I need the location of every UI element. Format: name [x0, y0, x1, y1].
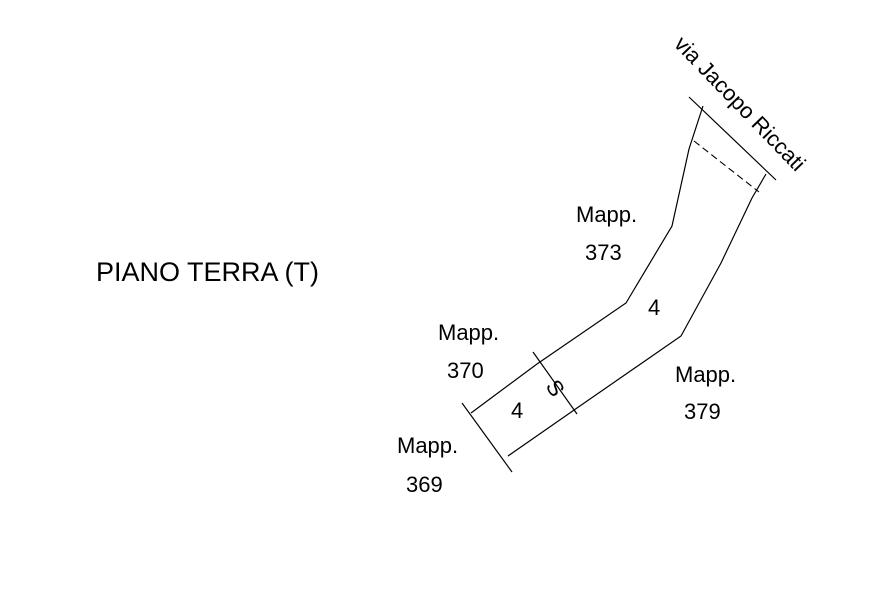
- corridor-right-wall: [507, 173, 767, 457]
- svg-text:Mapp.: Mapp.: [576, 202, 637, 227]
- parcel-label-369: Mapp. 369: [397, 433, 458, 497]
- svg-text:Mapp.: Mapp.: [438, 320, 499, 345]
- svg-text:369: 369: [406, 472, 443, 497]
- corridor-left-wall: [470, 105, 704, 414]
- parcel-label-373: Mapp. 373: [576, 202, 637, 265]
- svg-text:379: 379: [684, 399, 721, 424]
- parcel-label-379: Mapp. 379: [675, 362, 736, 424]
- parcel-label-370: Mapp. 370: [438, 320, 499, 383]
- svg-text:373: 373: [585, 240, 622, 265]
- dashed-line: [693, 140, 760, 193]
- street-label: via Jacopo Riccati: [669, 31, 810, 176]
- svg-text:Mapp.: Mapp.: [675, 362, 736, 387]
- room-number-upper: 4: [648, 295, 660, 320]
- street-boundary-line: [688, 96, 777, 181]
- svg-text:370: 370: [447, 358, 484, 383]
- end-boundary-line: [461, 402, 513, 473]
- svg-text:Mapp.: Mapp.: [397, 433, 458, 458]
- stair-divider-line: [532, 351, 578, 415]
- plan-title: PIANO TERRA (T): [96, 257, 319, 287]
- room-number-lower: 4: [511, 398, 523, 423]
